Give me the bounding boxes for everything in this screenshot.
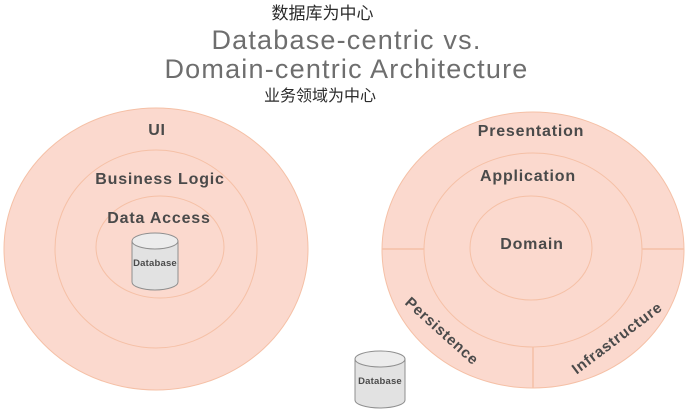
- right-ring-label-application: Application: [480, 168, 576, 185]
- domain-centric-cn-caption: 业务领域为中心: [263, 86, 376, 105]
- database-cylinder-body: [354, 358, 406, 409]
- left-database-cylinder-icon: Database: [131, 232, 179, 291]
- left-inner-ring: [95, 195, 225, 299]
- database-cylinder-top: [131, 232, 179, 250]
- left-ring-label-business-logic: Business Logic: [95, 171, 224, 188]
- left-ring-label-ui: UI: [148, 122, 166, 139]
- domain-centric-diagram: Presentation Application Domain Persiste…: [381, 111, 685, 389]
- left-middle-ring: [54, 149, 258, 349]
- left-database-label: Database: [133, 258, 177, 269]
- database-centric-cn-caption: 数据库为中心: [271, 4, 374, 24]
- database-centric-diagram: UI Business Logic Data Access Database: [3, 107, 309, 391]
- right-ring-label-presentation: Presentation: [478, 123, 585, 140]
- figure-title-line-2: Domain-centric Architecture: [164, 54, 529, 84]
- right-inner-ring: [469, 195, 593, 301]
- database-cylinder-body: [131, 240, 179, 291]
- database-cylinder-top: [354, 350, 406, 368]
- left-ring-label-data-access: Data Access: [107, 210, 210, 227]
- right-middle-ring: [423, 152, 643, 348]
- right-database-cylinder-icon: Database: [354, 350, 406, 409]
- right-ring-label-domain: Domain: [500, 236, 563, 253]
- figure-title: Database-centric vs. Domain-centric Arch…: [0, 26, 693, 84]
- right-database-label: Database: [358, 376, 402, 387]
- figure-title-line-1: Database-centric vs.: [211, 25, 482, 55]
